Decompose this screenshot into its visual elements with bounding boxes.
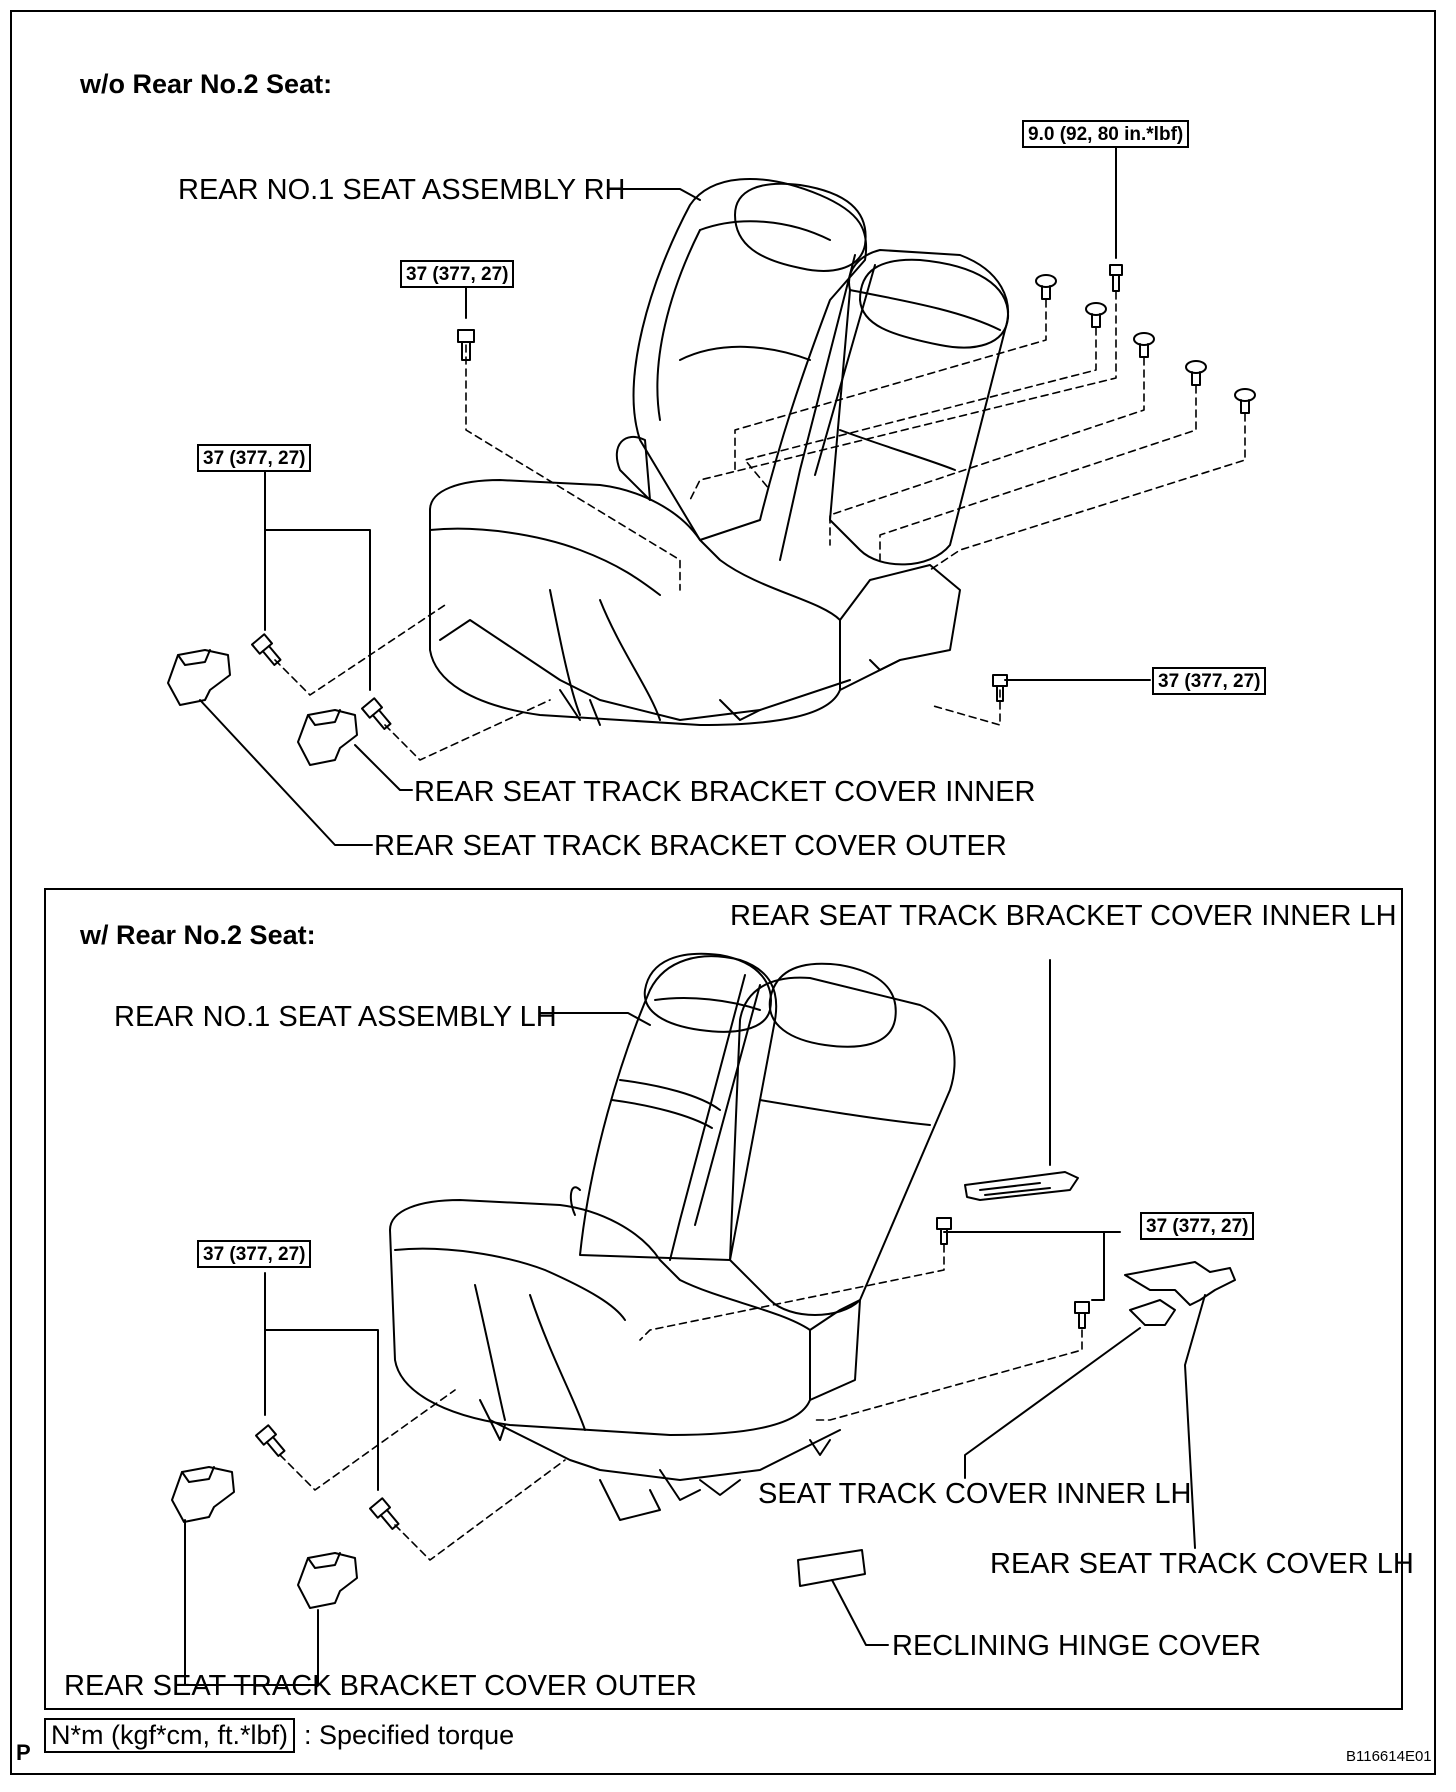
torque-spec-center-bolt: 37 (377, 27): [400, 260, 515, 288]
torque-legend-description: : Specified torque: [304, 1720, 515, 1750]
torque-unit-legend-box: N*m (kgf*cm, ft.*lbf): [44, 1718, 296, 1753]
bottom-section-title: w/ Rear No.2 Seat:: [80, 920, 316, 950]
clip: [1035, 274, 1057, 300]
bolt: [1109, 264, 1123, 292]
torque-spec-bottom-right: 37 (377, 27): [1140, 1212, 1255, 1240]
bottom-bracket-covers: [171, 1466, 358, 1609]
bottom-seat-assembly: [389, 952, 956, 1521]
torque-spec-bottom-left: 37 (377, 27): [197, 1240, 312, 1268]
top-dashed-guides: [274, 291, 1246, 761]
top-leader-lines: [199, 147, 1151, 846]
cover-inner-label: REAR SEAT TRACK BRACKET COVER INNER: [414, 776, 1036, 808]
top-bracket-covers: [167, 649, 358, 766]
clip: [1234, 388, 1256, 414]
seat-track-cover-inner-lh-label: SEAT TRACK COVER INNER LH: [758, 1478, 1192, 1510]
torque-spec-right-bolt: 37 (377, 27): [1152, 667, 1267, 695]
rear-no1-seat-rh-label: REAR NO.1 SEAT ASSEMBLY RH: [178, 174, 626, 206]
bracket-cover-inner-lh-label: REAR SEAT TRACK BRACKET COVER INNER LH: [730, 900, 1397, 932]
clip: [1085, 302, 1107, 328]
page-letter: P: [16, 1740, 31, 1765]
reclining-hinge-cover-part: [797, 1549, 866, 1587]
rear-seat-track-cover-lh-label: REAR SEAT TRACK COVER LH: [990, 1548, 1414, 1580]
bottom-right-covers: [1124, 1261, 1236, 1326]
figure-code: B116614E01: [1346, 1748, 1432, 1765]
cover-outer-label-bottom: REAR SEAT TRACK BRACKET COVER OUTER: [64, 1670, 697, 1702]
clip: [1185, 360, 1207, 386]
top-section-title: w/o Rear No.2 Seat:: [80, 69, 333, 99]
top-right-clips: [1035, 264, 1256, 414]
reclining-hinge-cover-label: RECLINING HINGE COVER: [892, 1630, 1261, 1662]
clip: [1133, 332, 1155, 358]
bottom-leader-lines: [184, 959, 1206, 1686]
rear-no1-seat-lh-label: REAR NO.1 SEAT ASSEMBLY LH: [114, 1001, 557, 1033]
bracket-cover-inner-lh-part: [964, 1171, 1079, 1201]
top-seat-assembly: [429, 178, 1010, 726]
torque-spec-top-bolt: 9.0 (92, 80 in.*lbf): [1022, 120, 1190, 148]
torque-spec-left-bolts: 37 (377, 27): [197, 444, 312, 472]
cover-outer-label-top: REAR SEAT TRACK BRACKET COVER OUTER: [374, 830, 1007, 862]
bottom-dashed-guides: [279, 1244, 1083, 1561]
lower-section-box: [44, 888, 1403, 1710]
diagram-frame: [10, 10, 1436, 1775]
